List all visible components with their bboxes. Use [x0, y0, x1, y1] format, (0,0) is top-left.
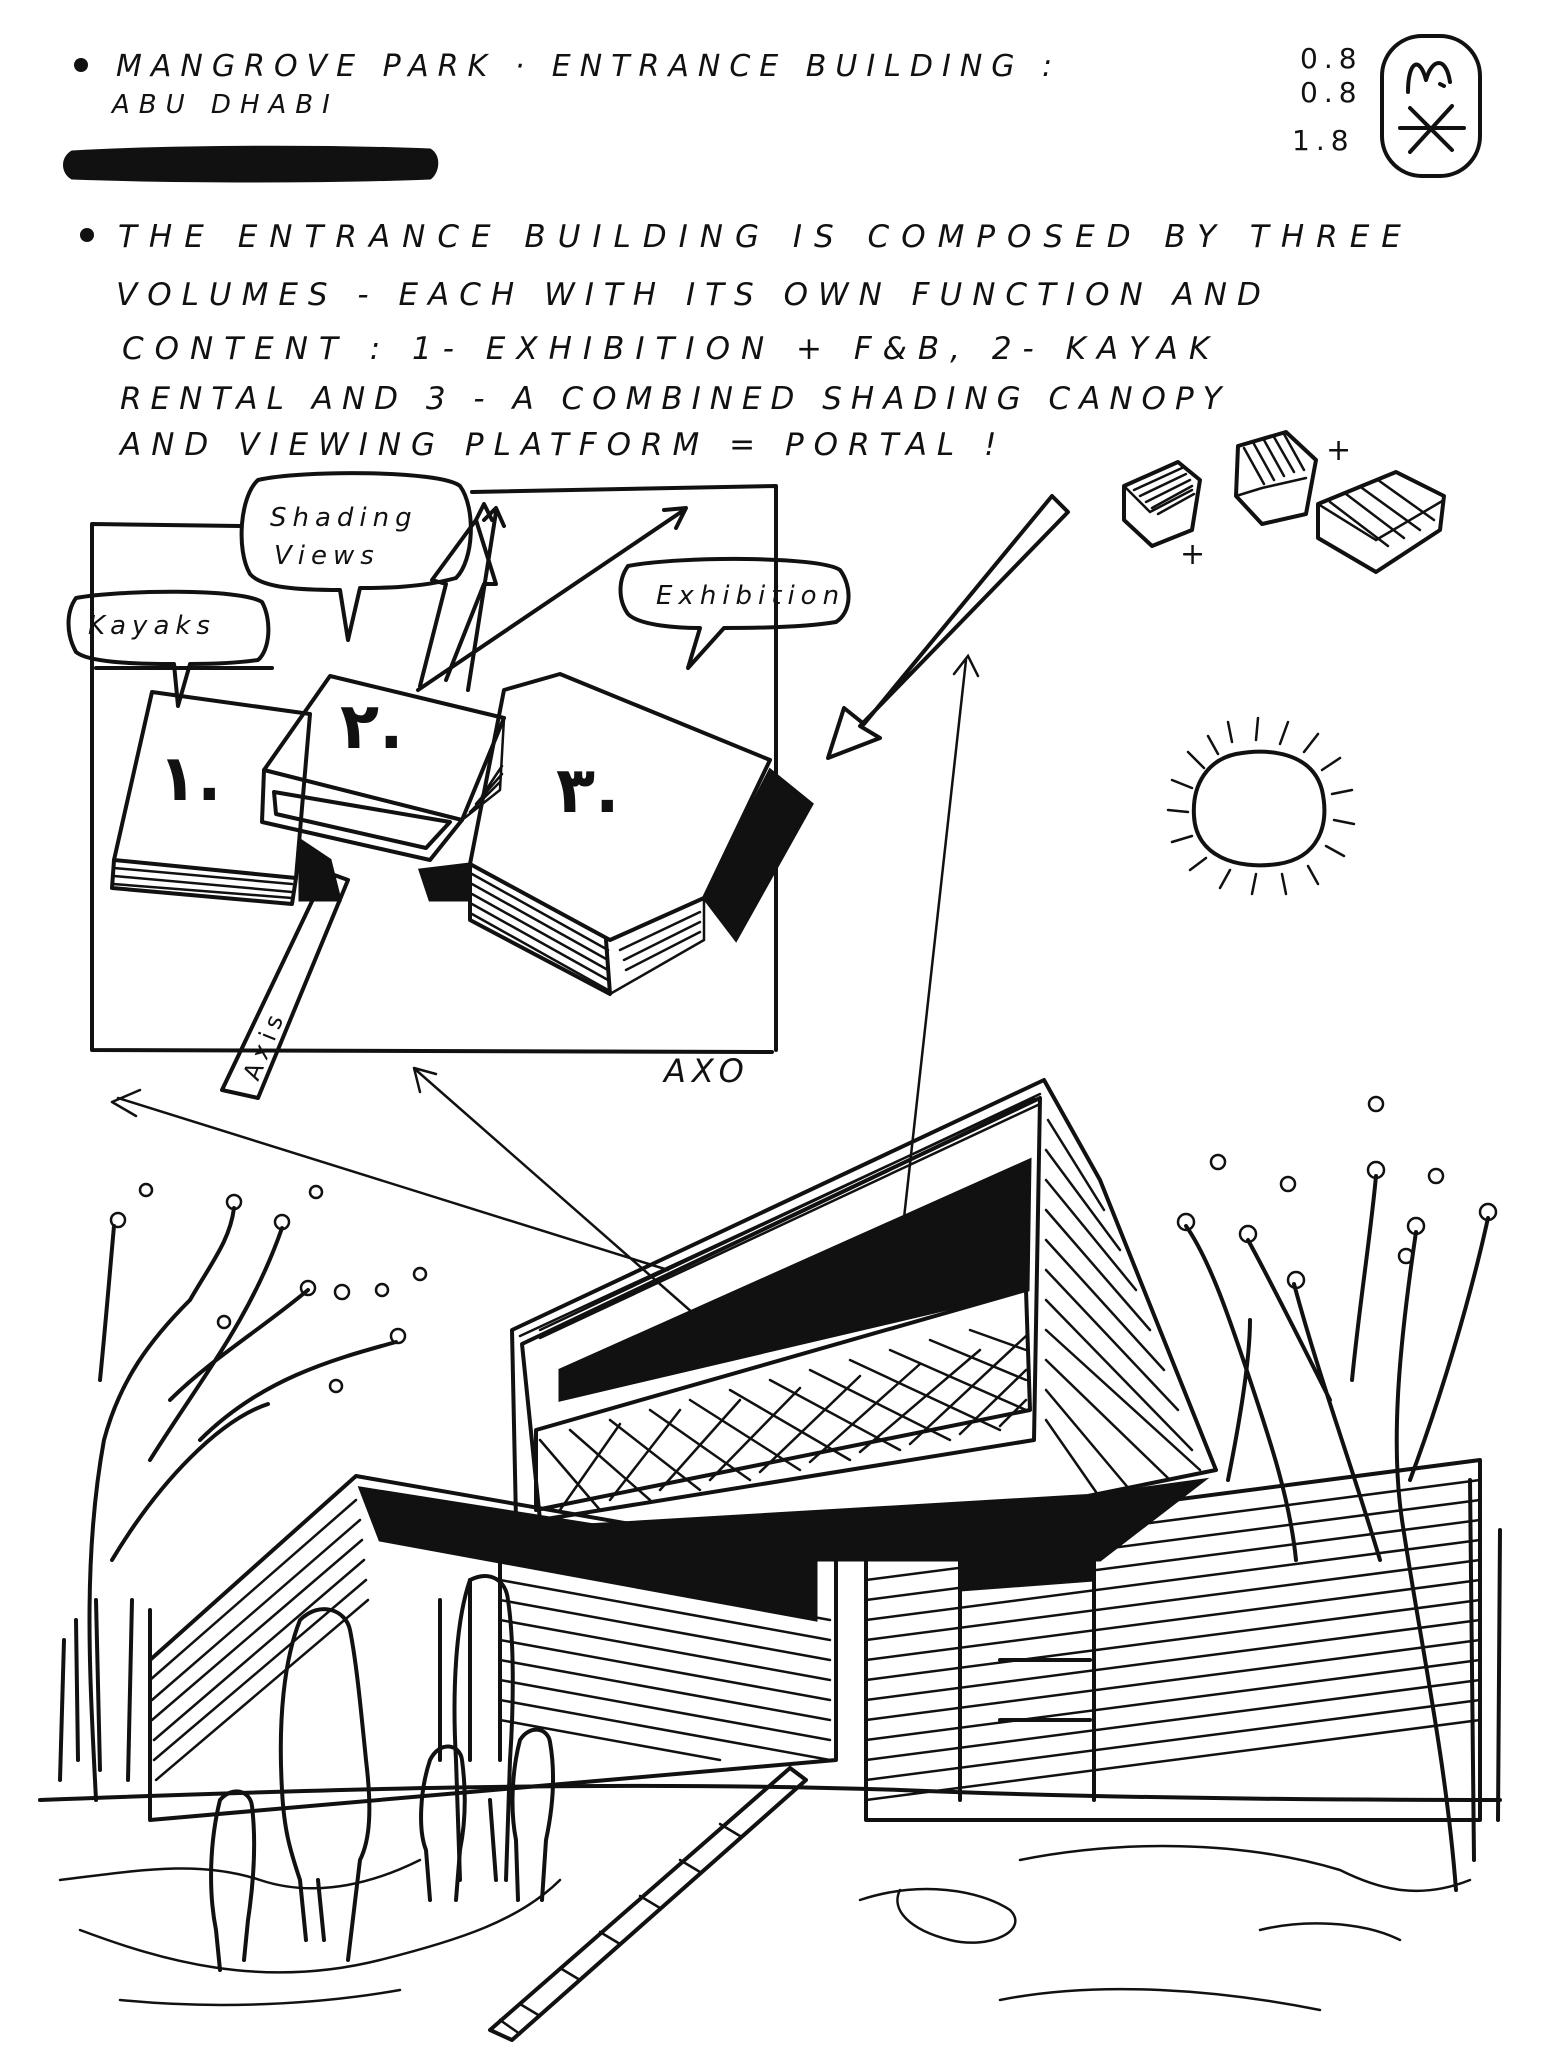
- title-line1: Mangrove Park · Entrance Building :: [116, 49, 1062, 84]
- description-line2: volumes - each with its own function and: [116, 277, 1271, 313]
- sun-icon: [1166, 716, 1356, 896]
- axo-volume-3: [417, 672, 814, 996]
- exploded-volumes-diagram: [1122, 430, 1446, 574]
- bubble-exhibition-outline: [618, 556, 851, 670]
- axo-volume-1: [110, 690, 312, 906]
- description-line5: and viewing platform = portal !: [120, 427, 1007, 463]
- description-line1: The entrance building is composed by thr…: [118, 219, 1413, 255]
- title-line2: Abu Dhabi: [112, 90, 339, 120]
- leader-line-2: [412, 1066, 712, 1330]
- trees-right: [1176, 1095, 1502, 1892]
- arrow-diagonal-exhibition: [416, 506, 688, 692]
- logo-stamp-icon: [1380, 34, 1482, 178]
- bubble-kayaks-outline: [66, 589, 271, 708]
- volume-2-numeral: ٢.: [340, 690, 403, 764]
- hollow-arrow: [826, 494, 1070, 760]
- leader-line-1: [110, 1088, 670, 1272]
- redaction-bar: [63, 145, 439, 183]
- description-line4: rental and 3 - a combined shading canopy: [120, 381, 1231, 417]
- volume-1-numeral: ١.: [158, 742, 221, 816]
- description-bullet: [80, 228, 94, 242]
- description-line3: content : 1- exhibition + F&B, 2- kayak: [122, 331, 1221, 367]
- bubble-kayaks-label: Kayaks: [88, 611, 216, 641]
- bubble-shading-line1: Shading: [270, 503, 418, 533]
- leader-line-3: [900, 653, 980, 1238]
- volume-3-numeral: ٣.: [556, 754, 619, 828]
- bubble-shading-line2: Views: [274, 541, 380, 571]
- trees-left: [58, 1182, 428, 1802]
- exploded-plus-1: +: [1180, 537, 1211, 572]
- exploded-plus-2: +: [1326, 433, 1357, 468]
- arrow-up-views: [466, 506, 506, 692]
- axo-diagram-frame: [90, 484, 778, 1054]
- bubble-exhibition-label: Exhibition: [656, 581, 845, 611]
- axo-caption: AXO: [662, 1052, 750, 1090]
- title-bullet: [74, 58, 88, 72]
- bubble-shading-outline: [239, 471, 473, 642]
- building-perspective: [38, 1078, 1502, 2042]
- people-figures: [209, 1574, 555, 1972]
- scale-note-line3: 1.8: [1292, 124, 1355, 157]
- scale-note-line2: 0.8: [1300, 76, 1363, 109]
- scale-note-line1: 0.8: [1300, 42, 1363, 75]
